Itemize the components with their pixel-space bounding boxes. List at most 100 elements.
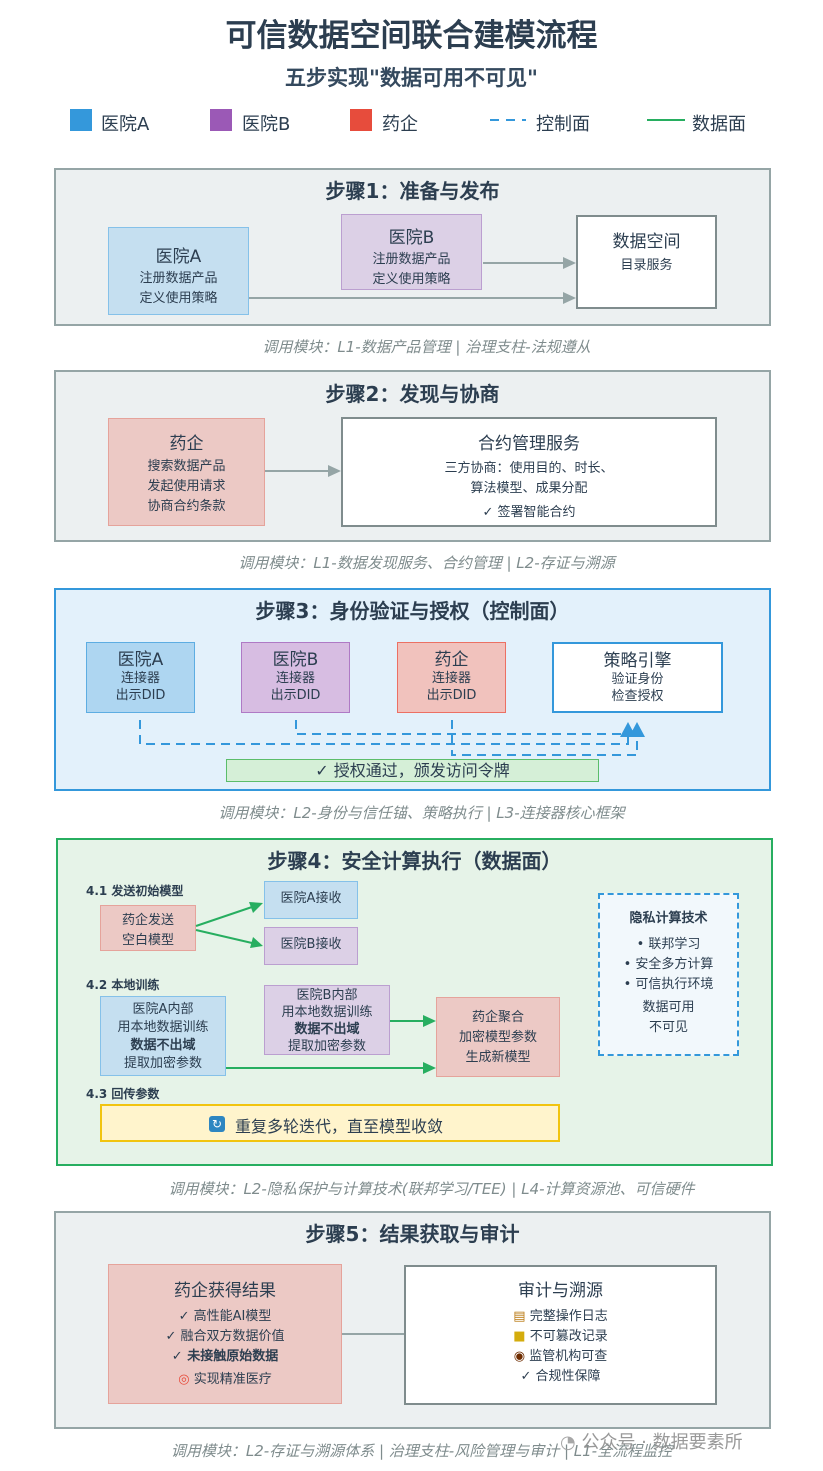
step1-data-space-name: 数据空间 <box>612 232 681 252</box>
step2-contract-line1: 三方协商：使用目的、时长、 <box>444 461 614 476</box>
step5-result-name: 药企获得结果 <box>174 1281 276 1301</box>
step4-caption: 调用模块：L2-隐私保护与计算技术(联邦学习/TEE) | L4-计算资源池、可… <box>168 1180 695 1198</box>
legend-label-control: 控制面 <box>536 114 590 135</box>
step2-contract-line2: 算法模型、成果分配 <box>470 481 588 496</box>
step3-hospital-a-line1: 连接器 <box>120 671 160 686</box>
step5-result-item4: 实现精准医疗 <box>193 1372 272 1387</box>
step4-iterate-banner: ↻ 重复多轮迭代，直至模型收敛 <box>100 1104 560 1142</box>
step2-arrow <box>265 465 341 477</box>
step5-audit-box: 审计与溯源 ▤ 完整操作日志 ■ 不可篡改记录 ◉ 监管机构可查 ✓ 合规性保障 <box>404 1265 717 1405</box>
step4-hospital-b-train-box: 医院B内部 用本地数据训练 数据不出域 提取加密参数 <box>264 985 390 1055</box>
legend-label-pharma: 药企 <box>382 114 418 135</box>
step4-privacy-item2: • 安全多方计算 <box>623 957 714 972</box>
step3-policy-line2: 检查授权 <box>611 689 664 704</box>
clipboard-icon: ▤ <box>513 1309 526 1324</box>
step4-b-train-line3: 数据不出域 <box>294 1022 360 1037</box>
step3-hospital-a-name: 医院A <box>117 650 164 670</box>
step5-caption: 调用模块：L2-存证与溯源体系 | 治理支柱-风险管理与审计 | L1-全流程监… <box>170 1442 673 1460</box>
step1-data-space-box: 数据空间 目录服务 <box>576 215 717 309</box>
step4-b-train-line2: 用本地数据训练 <box>281 1005 373 1020</box>
step2-pharma-box: 药企 搜索数据产品 发起使用请求 协商合约条款 <box>108 418 265 526</box>
step4-sub2-label: 4.2 本地训练 <box>86 978 160 992</box>
step4-hospital-b-receive: 医院B接收 <box>264 927 358 965</box>
step3-hospital-a-box: 医院A 连接器 出示DID <box>86 642 195 713</box>
step2-contract-line3: ✓ 签署智能合约 <box>482 505 576 520</box>
step4-aggregate-line2: 加密模型参数 <box>458 1030 537 1045</box>
step5-result-box: 药企获得结果 ✓ 高性能AI模型 ✓ 融合双方数据价值 ✓ 未接触原始数据 ◎ … <box>108 1264 342 1404</box>
step4-title: 步骤4：安全计算执行（数据面） <box>267 849 562 873</box>
step2-pharma-name: 药企 <box>169 434 204 454</box>
step3-hospital-b-name: 医院B <box>272 650 319 670</box>
step3-policy-line1: 验证身份 <box>611 672 664 687</box>
step4-privacy-line2: 不可见 <box>648 1020 688 1035</box>
page-title: 可信数据空间联合建模流程 <box>225 18 598 54</box>
step4-hospital-a-train-box: 医院A内部 用本地数据训练 数据不出域 提取加密参数 <box>100 996 226 1076</box>
step2-contract-box: 合约管理服务 三方协商：使用目的、时长、 算法模型、成果分配 ✓ 签署智能合约 <box>341 417 717 527</box>
step4-privacy-tech-box: 隐私计算技术 • 联邦学习 • 安全多方计算 • 可信执行环境 数据可用 不可见 <box>598 893 739 1056</box>
step3-title: 步骤3：身份验证与授权（控制面） <box>255 599 570 623</box>
step4-privacy-title: 隐私计算技术 <box>629 911 708 926</box>
step2-title: 步骤2：发现与协商 <box>325 382 500 406</box>
step1-hospital-b-box: 医院B 注册数据产品 定义使用策略 <box>341 214 482 290</box>
legend-control-line <box>490 119 526 121</box>
step5-connector <box>342 1333 404 1335</box>
step5-result-item1: ✓ 高性能AI模型 <box>178 1309 272 1324</box>
step5-audit-item1: 完整操作日志 <box>529 1309 608 1324</box>
step1-title: 步骤1：准备与发布 <box>325 179 500 203</box>
step4-a-train-line2: 用本地数据训练 <box>117 1020 209 1035</box>
step4-pharma-send-line1: 药企发送 <box>121 913 174 928</box>
step4-sub1-label: 4.1 发送初始模型 <box>86 884 184 898</box>
step2-pharma-line2: 发起使用请求 <box>147 479 226 494</box>
step5-result-item2: ✓ 融合双方数据价值 <box>165 1329 285 1344</box>
step3-control-lines <box>139 720 645 756</box>
step3-caption: 调用模块：L2-身份与信任锚、策略执行 | L3-连接器核心框架 <box>218 804 625 822</box>
step5-audit-item4: ✓ 合规性保障 <box>520 1369 601 1384</box>
step5-audit-item3: 监管机构可查 <box>529 1349 608 1364</box>
step4-iterate-text: 重复多轮迭代，直至模型收敛 <box>235 1117 444 1136</box>
watermark: ◔ 公众号 · 数据要素所 <box>560 1428 743 1454</box>
step1-hospital-a-line2: 定义使用策略 <box>139 291 218 306</box>
step4-a-train-line4: 提取加密参数 <box>123 1056 202 1071</box>
step3-authorization-result: ✓ 授权通过，颁发访问令牌 <box>226 759 599 782</box>
step4-aggregate-line3: 生成新模型 <box>465 1050 531 1065</box>
legend-label-hospital-b: 医院B <box>242 114 291 135</box>
step5-audit-item2: 不可篡改记录 <box>529 1329 608 1344</box>
step1-data-space-line1: 目录服务 <box>620 258 673 273</box>
step3-hospital-a-line2: 出示DID <box>115 688 166 703</box>
legend-swatch-pharma <box>350 109 372 131</box>
step4-pharma-send-box: 药企发送 空白模型 <box>100 905 196 951</box>
watermark-text: 公众号 · 数据要素所 <box>581 1432 743 1453</box>
step3-pharma-line2: 出示DID <box>426 688 477 703</box>
step3-pharma-box: 药企 连接器 出示DID <box>397 642 506 713</box>
step4-b-train-line1: 医院B内部 <box>296 988 358 1003</box>
step4-data-arrows <box>195 902 436 1074</box>
step4-a-train-line1: 医院A内部 <box>132 1002 194 1017</box>
step1-hospital-b-line1: 注册数据产品 <box>372 252 451 267</box>
step1-hospital-a-name: 医院A <box>155 247 202 267</box>
step2-pharma-line1: 搜索数据产品 <box>147 459 226 474</box>
step1-hospital-a-line1: 注册数据产品 <box>139 271 218 286</box>
step1-hospital-a-box: 医院A 注册数据产品 定义使用策略 <box>108 227 249 315</box>
legend-swatch-hospital-b <box>210 109 232 131</box>
legend-swatch-hospital-a <box>70 109 92 131</box>
eye-icon: ◉ <box>513 1349 526 1364</box>
step4-sub3-label: 4.3 回传参数 <box>86 1087 160 1101</box>
step4-privacy-line1: 数据可用 <box>642 1000 695 1015</box>
step2-caption: 调用模块：L1-数据发现服务、合约管理 | L2-存证与溯源 <box>238 554 615 572</box>
step3-policy-name: 策略引擎 <box>603 651 672 671</box>
wechat-icon: ◔ <box>560 1432 576 1453</box>
legend-data-line <box>647 119 685 121</box>
step4-aggregate-line1: 药企聚合 <box>471 1010 524 1025</box>
step3-hospital-b-line1: 连接器 <box>275 671 315 686</box>
step4-a-train-line3: 数据不出域 <box>130 1038 196 1053</box>
target-icon: ◎ <box>178 1372 190 1387</box>
step3-policy-engine-box: 策略引擎 验证身份 检查授权 <box>552 642 723 713</box>
step4-pharma-send-line2: 空白模型 <box>121 933 174 948</box>
lock-icon: ■ <box>513 1329 526 1344</box>
step4-privacy-item3: • 可信执行环境 <box>623 977 714 992</box>
step5-result-item3: ✓ 未接触原始数据 <box>171 1349 279 1364</box>
step5-audit-name: 审计与溯源 <box>518 1281 603 1301</box>
step4-privacy-item1: • 联邦学习 <box>636 937 701 952</box>
step1-hospital-b-name: 医院B <box>388 228 435 248</box>
step4-b-train-line4: 提取加密参数 <box>287 1039 366 1054</box>
